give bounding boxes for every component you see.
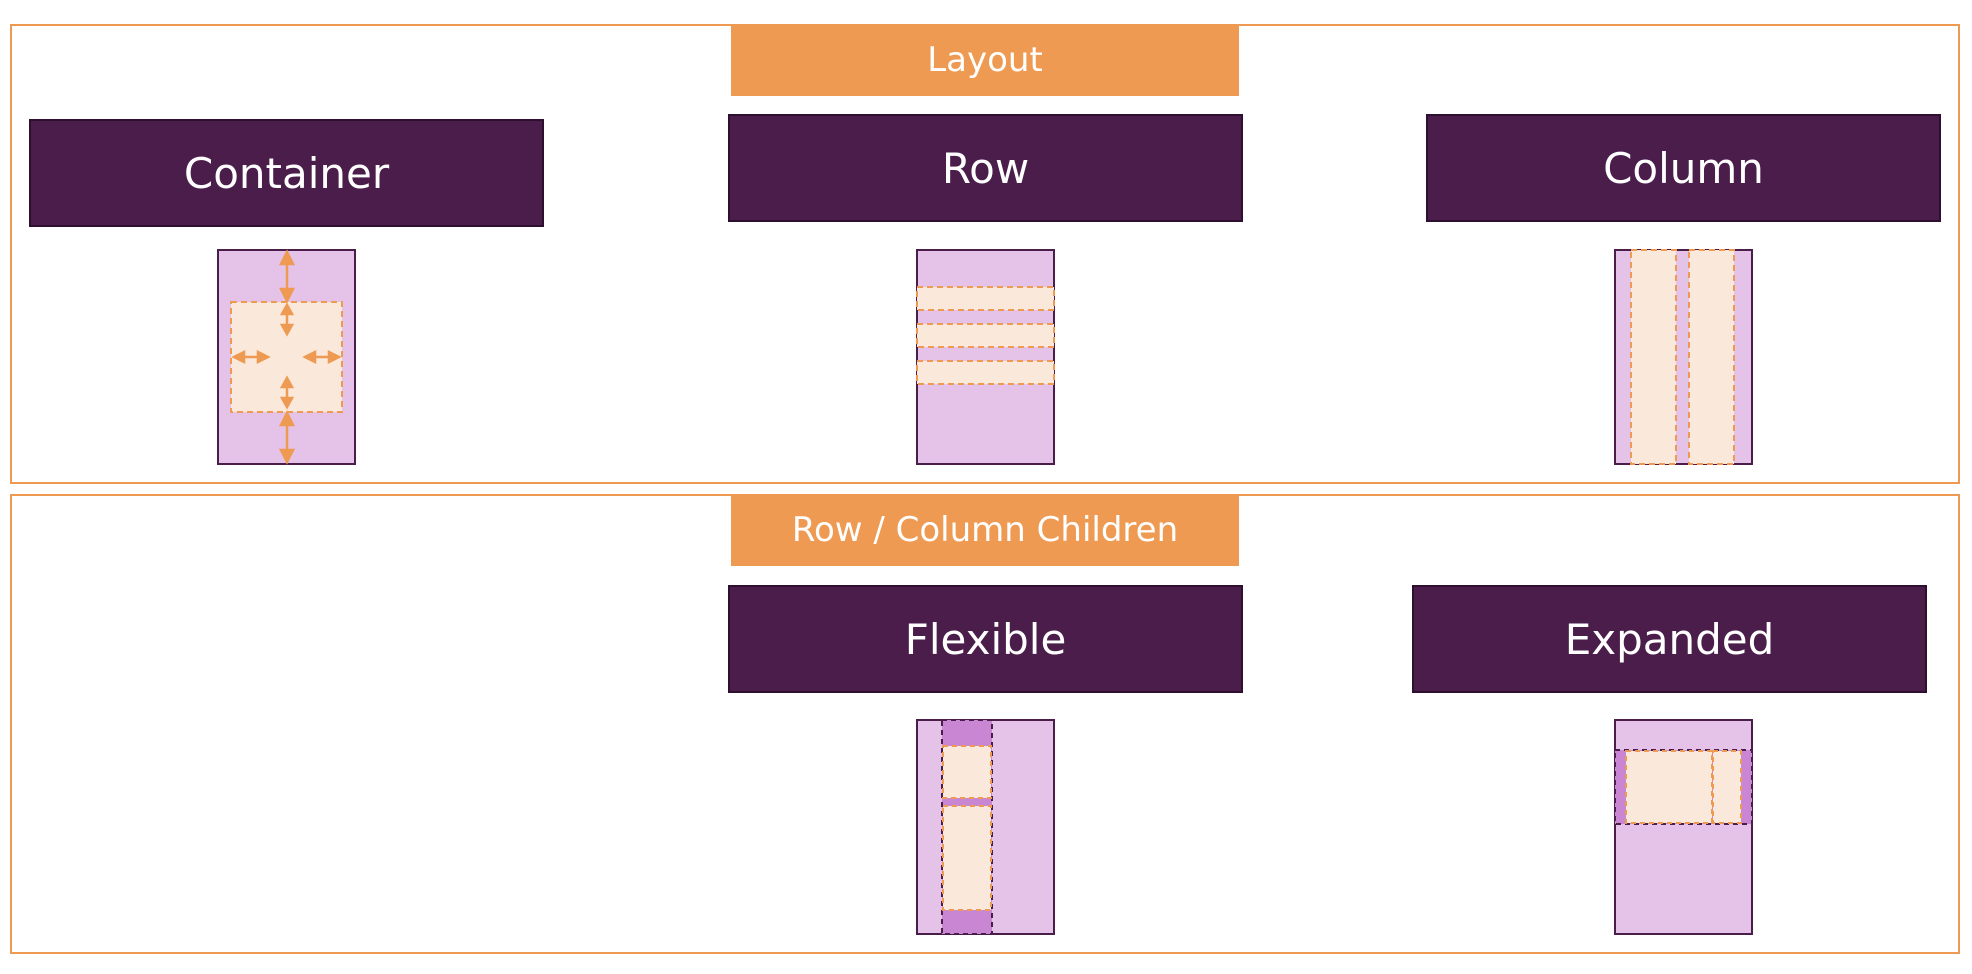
container-card-label: Container (183, 148, 390, 198)
column-children-icon (1614, 249, 1753, 465)
layout-section-header: Layout (731, 24, 1239, 96)
row-children-icon (916, 249, 1055, 465)
children-section-header: Row / Column Children (731, 494, 1239, 566)
expanded-children-icon (1614, 719, 1753, 935)
layout-section-header-label: Layout (927, 40, 1043, 80)
flexible-children-icon (916, 719, 1055, 935)
container-card-title: Container (29, 119, 544, 227)
children-section-header-label: Row / Column Children (791, 510, 1179, 550)
column-card-title: Column (1426, 114, 1941, 222)
flexible-card-title: Flexible (728, 585, 1243, 693)
expanded-card-label: Expanded (1564, 614, 1775, 664)
expanded-card-title: Expanded (1412, 585, 1927, 693)
row-card-label: Row (941, 143, 1030, 193)
row-card-title: Row (728, 114, 1243, 222)
flexible-card-label: Flexible (904, 614, 1067, 664)
container-padding-icon (217, 249, 356, 465)
column-card-label: Column (1603, 143, 1764, 193)
